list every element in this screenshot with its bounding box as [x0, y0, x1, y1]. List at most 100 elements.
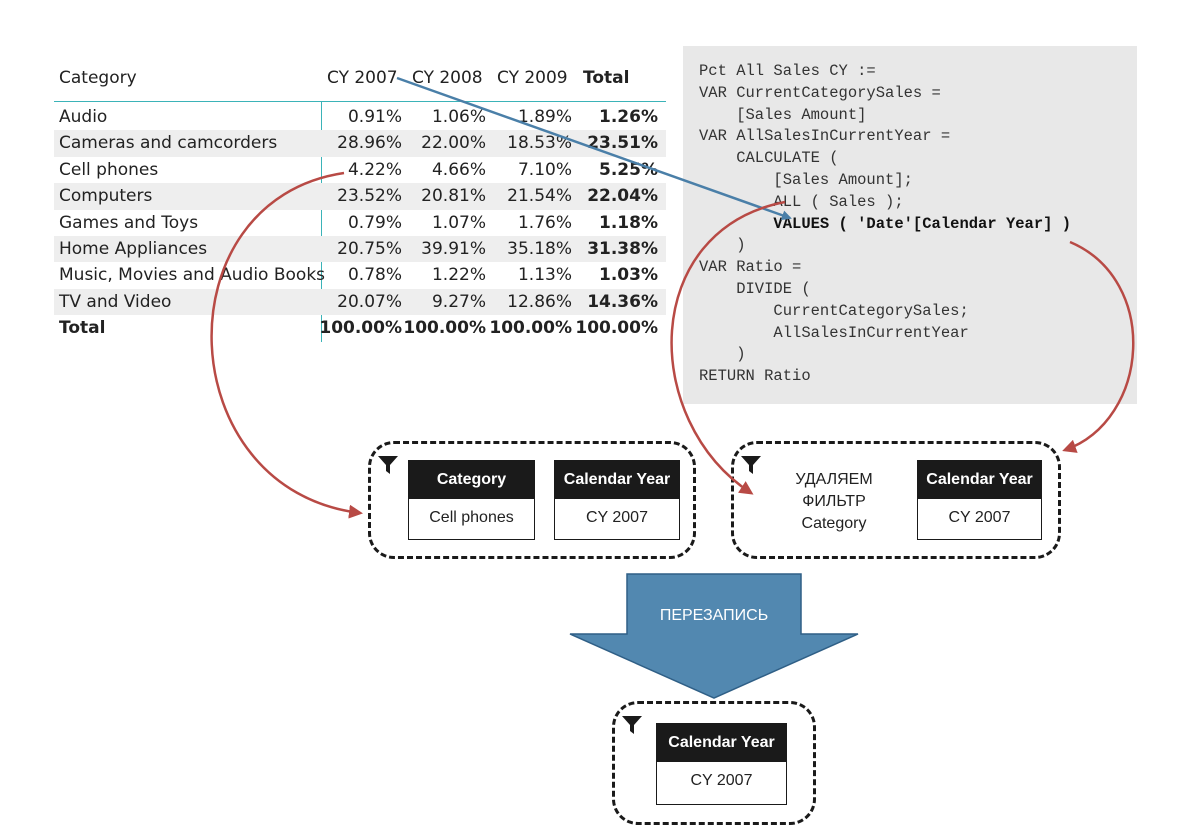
header-cy2009: CY 2009 [497, 68, 568, 88]
cell-cy2008: 22.00% [421, 133, 486, 154]
cell-cy2007: 20.75% [337, 238, 402, 259]
table-row: Cameras and camcorders 28.96% 22.00% 18.… [54, 130, 666, 157]
chip-header: Calendar Year [555, 461, 679, 499]
header-cy2007: CY 2007 [327, 68, 398, 88]
cell-cy2009: 7.10% [517, 159, 572, 180]
cell-cy2007: 20.07% [337, 291, 402, 312]
filter-chip-calendar-year: Calendar Year CY 2007 [656, 723, 787, 805]
cell-cy2007: 4.22% [347, 159, 402, 180]
table-row: Home Appliances 20.75% 39.91% 35.18% 31.… [54, 235, 666, 263]
filter-chip-calendar-year: Calendar Year CY 2007 [554, 460, 680, 540]
chip-header: Calendar Year [918, 461, 1041, 499]
cell-total: 1.03% [599, 265, 658, 286]
cell-cy2007: 23.52% [337, 186, 402, 207]
row-category: Music, Movies and Audio Books [59, 265, 326, 286]
note-line: УДАЛЯЕМ [795, 471, 873, 488]
code-line: [Sales Amount] [699, 105, 867, 124]
total-row: Total 100.00% 100.00% 100.00% 100.00% [54, 315, 666, 341]
cell-cy2007: 0.78% [347, 265, 402, 286]
row-category: Cell phones [59, 159, 159, 180]
cell-cy2008: 4.66% [431, 159, 486, 180]
table-row: Computers 23.52% 20.81% 21.54% 22.04% [54, 183, 666, 210]
table-row: Cell phones 4.22% 4.66% 7.10% 5.25% [54, 157, 666, 183]
cell-total: 22.04% [587, 186, 658, 207]
blue-arrow-cy2007-to-values [396, 76, 792, 221]
cell-cy2008: 20.81% [421, 186, 486, 207]
table-row: Games and Toys 0.79% 1.07% 1.76% 1.18% [54, 210, 666, 236]
table-body: Audio 0.91% 1.06% 1.89% 1.26% Cameras an… [54, 104, 666, 342]
filter-context-result: Calendar Year CY 2007 [612, 701, 816, 825]
code-line: ALL ( Sales ); [699, 192, 904, 211]
header-total: Total [583, 68, 630, 88]
cell-cy2008: 1.07% [431, 212, 486, 233]
row-category: Games and Toys [59, 212, 199, 233]
header-divider [54, 101, 666, 102]
row-category: Computers [59, 186, 153, 207]
table-row: Audio 0.91% 1.06% 1.89% 1.26% [54, 104, 666, 130]
cell-cy2009: 100.00% [489, 318, 572, 339]
code-line: RETURN Ratio [699, 367, 811, 386]
cell-cy2007: 0.91% [347, 107, 402, 127]
code-line: ) [699, 345, 746, 364]
code-line: Pct All Sales CY := [699, 62, 876, 80]
filter-context-calculate: УДАЛЯЕМ ФИЛЬТР Category Calendar Year CY… [731, 441, 1061, 559]
filter-funnel-icon [741, 456, 761, 474]
header-category: Category [59, 68, 137, 88]
header-cy2008: CY 2008 [412, 68, 483, 88]
filter-chip-category: Category Cell phones [408, 460, 535, 540]
cell-cy2007: 100.00% [319, 318, 402, 339]
row-category: TV and Video [59, 291, 172, 312]
filter-funnel-icon [378, 456, 398, 474]
code-line: VAR CurrentCategorySales = [699, 83, 941, 102]
filter-funnel-icon [622, 716, 642, 734]
row-category: Audio [59, 107, 108, 127]
filter-context-original: Category Cell phones Calendar Year CY 20… [368, 441, 696, 559]
cell-total: 1.18% [599, 212, 658, 233]
cell-cy2009: 18.53% [507, 133, 572, 154]
table-row: Music, Movies and Audio Books 0.78% 1.22… [54, 262, 666, 288]
cell-cy2008: 9.27% [431, 291, 486, 312]
cell-cy2008: 1.22% [431, 265, 486, 286]
overwrite-label: ПЕРЕЗАПИСЬ [659, 607, 769, 624]
overwrite-arrow [569, 573, 859, 699]
cell-cy2008: 100.00% [403, 318, 486, 339]
chip-value: CY 2007 [586, 509, 648, 526]
cell-cy2009: 21.54% [507, 186, 572, 207]
dax-code-panel: Pct All Sales CY := VAR CurrentCategoryS… [683, 46, 1137, 404]
red-arrow-cell-phones-to-filter [210, 171, 363, 519]
code-line: CurrentCategorySales; [699, 301, 969, 320]
filter-chip-calendar-year: Calendar Year CY 2007 [917, 460, 1042, 540]
row-category: Home Appliances [59, 238, 208, 259]
cell-cy2009: 12.86% [507, 291, 572, 312]
code-line: ) [699, 236, 746, 255]
cell-total: 14.36% [587, 291, 658, 312]
cell-total: 23.51% [587, 133, 658, 154]
code-line: [Sales Amount]; [699, 170, 913, 189]
chip-value: CY 2007 [690, 772, 753, 789]
cell-total: 31.38% [587, 238, 658, 259]
cell-cy2007: 28.96% [337, 133, 402, 154]
chip-header: Calendar Year [657, 724, 786, 762]
red-arrow-all-sales-to-remove [670, 200, 786, 495]
cell-cy2009: 1.89% [517, 107, 572, 127]
code-line: CALCULATE ( [699, 149, 839, 168]
cell-cy2007: 0.79% [347, 212, 402, 233]
cell-cy2008: 39.91% [421, 238, 486, 259]
row-category: Cameras and camcorders [59, 133, 278, 154]
dax-code: Pct All Sales CY := VAR CurrentCategoryS… [699, 61, 1071, 388]
code-line: VAR Ratio = [699, 258, 802, 277]
chip-header: Category [409, 461, 534, 499]
cell-cy2008: 1.06% [431, 107, 486, 127]
chip-value: CY 2007 [948, 509, 1011, 526]
note-line: Category [801, 515, 867, 532]
cell-cy2009: 1.13% [517, 265, 572, 286]
code-line: AllSalesInCurrentYear [699, 323, 969, 342]
code-line: VAR AllSalesInCurrentYear = [699, 127, 951, 146]
code-line: DIVIDE ( [699, 279, 811, 298]
cell-total: 1.26% [599, 107, 658, 127]
row-category: Total [59, 318, 106, 339]
cell-cy2009: 35.18% [507, 238, 572, 259]
chip-value: Cell phones [429, 509, 514, 526]
table-row: TV and Video 20.07% 9.27% 12.86% 14.36% [54, 288, 666, 316]
